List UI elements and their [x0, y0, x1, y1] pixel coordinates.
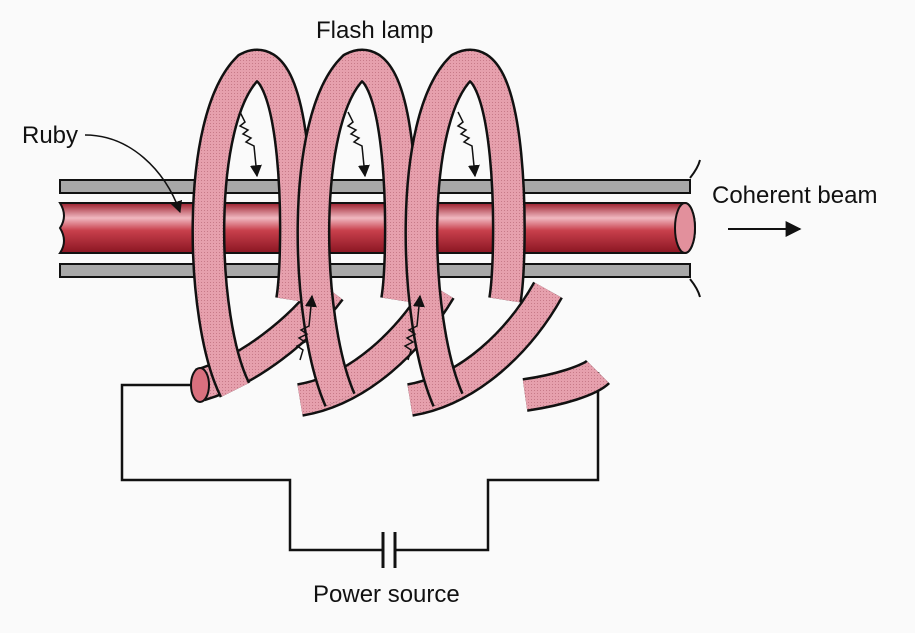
flash-lamp-coil-front	[191, 48, 611, 412]
coherent-beam-label: Coherent beam	[712, 182, 877, 209]
ruby-rod	[58, 202, 696, 254]
flash-lamp-coil-back	[194, 279, 563, 417]
flash-lamp-label: Flash lamp	[316, 17, 433, 44]
ruby-label: Ruby	[22, 122, 78, 149]
circuit-wire	[120, 372, 600, 552]
power-source-label: Power source	[313, 581, 460, 608]
coil-end-left	[190, 367, 210, 403]
ruby-pointer-arrow	[84, 134, 183, 214]
photon-arrows	[238, 111, 480, 361]
capacitor-icon	[381, 532, 397, 568]
